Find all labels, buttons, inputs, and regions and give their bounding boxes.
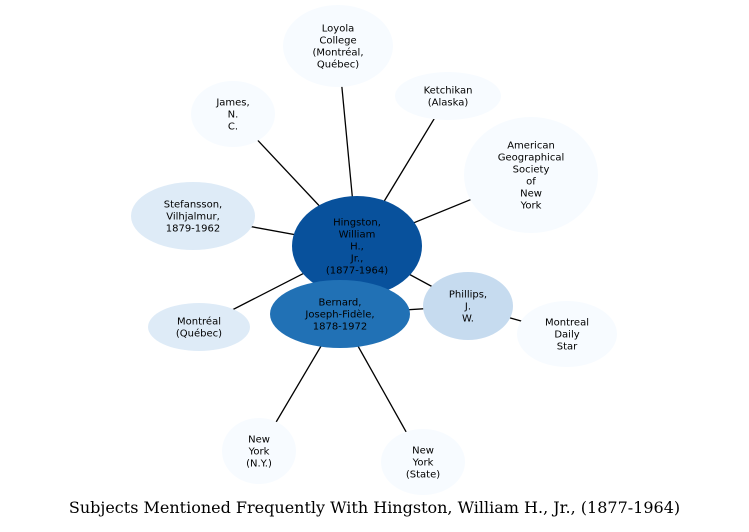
node-loyola-bubble bbox=[283, 5, 393, 87]
node-nystate-label-line: New bbox=[412, 446, 434, 457]
node-loyola-label-line: Québec) bbox=[317, 59, 359, 71]
node-ags-bubble bbox=[464, 117, 598, 233]
node-mds-label-line: Montreal bbox=[545, 318, 589, 329]
node-hingston-label-line: Hingston, bbox=[333, 218, 381, 229]
node-nyny-bubble bbox=[222, 418, 296, 484]
node-ketchikan-bubble bbox=[395, 72, 501, 120]
node-bernard-bubble bbox=[270, 280, 410, 348]
node-james-bubble bbox=[191, 81, 275, 147]
node-james: James,N.C. bbox=[191, 81, 275, 147]
node-stefansson: Stefansson,Vilhjalmur,1879-1962 bbox=[131, 182, 255, 250]
node-montreal-bubble bbox=[148, 303, 250, 351]
node-ags-label-line: Society bbox=[513, 165, 550, 176]
node-loyola-label-line: College bbox=[319, 36, 356, 47]
node-james-label-line: C. bbox=[228, 122, 238, 133]
node-ketchikan-label-line: Ketchikan bbox=[424, 86, 473, 97]
node-james-label-line: James, bbox=[215, 98, 249, 109]
node-bernard-label-line: 1878-1972 bbox=[313, 322, 368, 333]
node-james-label: James,N.C. bbox=[215, 98, 249, 133]
node-hingston-bubble bbox=[292, 196, 422, 296]
node-montreal-label-line: (Québec) bbox=[176, 328, 222, 340]
node-phillips-label-line: J. bbox=[464, 302, 471, 313]
node-hingston-label-line: H., bbox=[350, 242, 364, 253]
node-montreal: Montréal(Québec) bbox=[148, 303, 250, 351]
node-ags-label-line: Geographical bbox=[498, 153, 564, 164]
node-nyny-label-line: New bbox=[248, 435, 270, 446]
node-nyny-label-line: (N.Y.) bbox=[246, 459, 272, 470]
node-ags-label-line: New bbox=[520, 189, 542, 200]
node-bernard-label: Bernard,Joseph-Fidèle,1878-1972 bbox=[304, 298, 374, 333]
node-phillips-label-line: Phillips, bbox=[449, 290, 487, 301]
node-mds-label-line: Daily bbox=[554, 330, 579, 341]
node-nystate-label-line: (State) bbox=[406, 470, 440, 481]
node-phillips: Phillips,J.W. bbox=[423, 272, 513, 340]
node-stefansson-label-line: 1879-1962 bbox=[166, 224, 221, 235]
node-mds-bubble bbox=[517, 301, 617, 367]
node-ags-label-line: American bbox=[507, 141, 555, 152]
node-loyola-label-line: (Montréal, bbox=[312, 47, 363, 59]
node-phillips-label-line: W. bbox=[462, 314, 474, 325]
node-stefansson-label-line: Vilhjalmur, bbox=[166, 212, 220, 223]
node-loyola-label-line: Loyola bbox=[322, 24, 354, 35]
node-montreal-label: Montréal(Québec) bbox=[176, 316, 222, 340]
node-ketchikan-label: Ketchikan(Alaska) bbox=[424, 86, 473, 109]
node-ketchikan-label-line: (Alaska) bbox=[428, 98, 469, 109]
node-ags-label-line: York bbox=[520, 201, 542, 212]
node-phillips-label: Phillips,J.W. bbox=[449, 290, 487, 325]
node-james-label-line: N. bbox=[228, 110, 239, 121]
node-nystate-bubble bbox=[381, 429, 465, 495]
node-stefansson-label-line: Stefansson, bbox=[164, 200, 222, 211]
node-hingston-label-line: (1877-1964) bbox=[326, 266, 388, 277]
node-bernard-label-line: Joseph-Fidèle, bbox=[304, 309, 374, 321]
node-bernard: Bernard,Joseph-Fidèle,1878-1972 bbox=[270, 280, 410, 348]
node-ags-label-line: of bbox=[526, 177, 536, 188]
node-stefansson-bubble bbox=[131, 182, 255, 250]
node-mds-label-line: Star bbox=[557, 342, 578, 353]
node-nystate-label-line: York bbox=[412, 458, 434, 469]
node-hingston-label-line: William bbox=[339, 230, 376, 241]
node-stefansson-label: Stefansson,Vilhjalmur,1879-1962 bbox=[164, 200, 222, 235]
node-montreal-label-line: Montréal bbox=[177, 316, 221, 328]
diagram-caption: Subjects Mentioned Frequently With Hings… bbox=[68, 498, 681, 517]
node-nyny-label-line: York bbox=[248, 447, 270, 458]
node-hingston-label-line: Jr., bbox=[350, 254, 364, 265]
node-bernard-label-line: Bernard, bbox=[319, 298, 362, 309]
node-phillips-bubble bbox=[423, 272, 513, 340]
node-ketchikan: Ketchikan(Alaska) bbox=[395, 72, 501, 120]
